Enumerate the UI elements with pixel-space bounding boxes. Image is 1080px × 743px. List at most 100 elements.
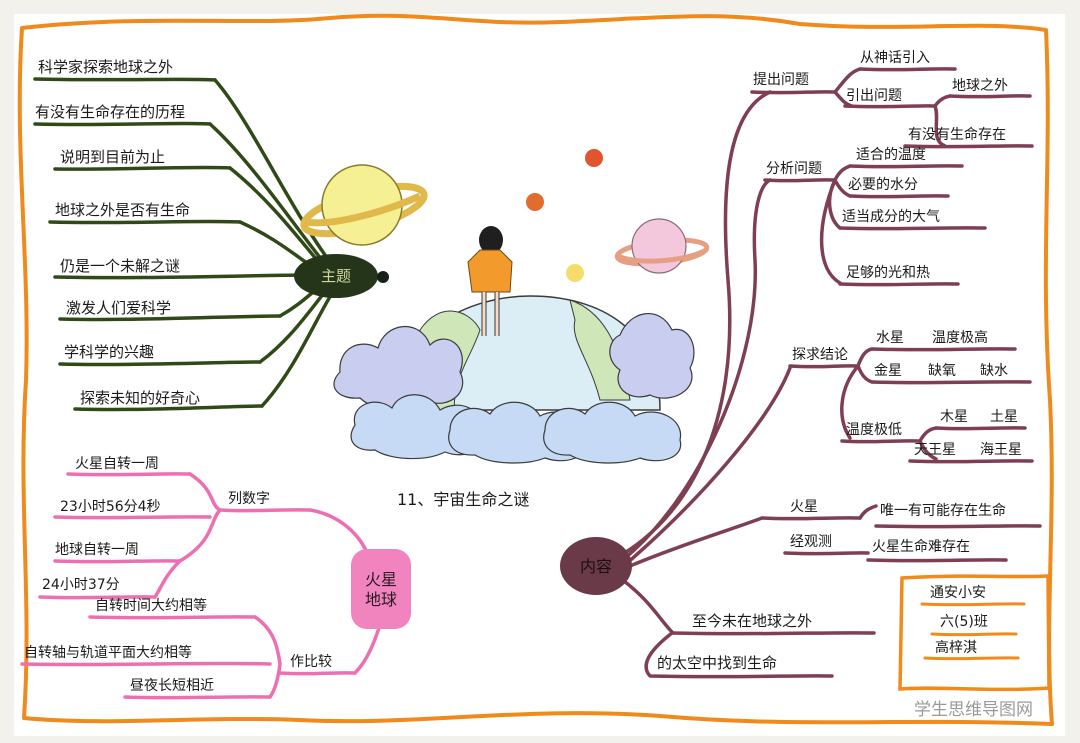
maroon-observe-detail-line bbox=[866, 558, 1008, 563]
green-line-8 bbox=[73, 404, 264, 412]
maroon-main-analyze bbox=[618, 178, 772, 564]
site-watermark: 学生思维导图网 bbox=[914, 700, 1033, 720]
saturn-pink-illustration bbox=[614, 218, 710, 274]
maroon-analyze-split bbox=[819, 164, 852, 285]
analyze-question-label: 分析问题 bbox=[766, 161, 822, 177]
green-line-5 bbox=[53, 273, 307, 280]
jupiter: 木星 bbox=[940, 409, 968, 425]
author-line-3 bbox=[923, 656, 1020, 661]
analyze-item-3: 适当成分的大气 bbox=[842, 209, 940, 225]
compare-branch-lines bbox=[20, 472, 382, 700]
uranus: 天王星 bbox=[914, 442, 956, 458]
author-school: 通安小安 bbox=[930, 585, 986, 601]
maroon-low-line bbox=[840, 439, 922, 444]
theme-item-6: 激发人们爱科学 bbox=[66, 299, 172, 317]
comparison-item-2: 自转轴与轨道平面大约相等 bbox=[24, 645, 192, 661]
author-class: 六(5)班 bbox=[940, 614, 988, 630]
maroon-air-line bbox=[838, 226, 987, 231]
compare-hub-bg bbox=[351, 549, 411, 629]
pink-line-4 bbox=[38, 595, 157, 600]
hub-dot bbox=[377, 271, 389, 283]
maroon-mars-split bbox=[858, 504, 878, 520]
maroon-main-mars bbox=[628, 516, 764, 568]
theme-item-7: 学科学的兴趣 bbox=[64, 343, 155, 361]
content-hub-label: 内容 bbox=[579, 557, 612, 576]
list-number-item-2: 23小时56分4秒 bbox=[60, 499, 161, 515]
observe-detail: 火星生命难存在 bbox=[872, 539, 970, 555]
temp-low: 温度极低 bbox=[846, 422, 902, 438]
maroon-concl-line-1 bbox=[670, 631, 876, 636]
comparison-item-3: 昼夜长短相近 bbox=[130, 678, 214, 694]
maroon-main-explore bbox=[624, 366, 792, 566]
no-water: 缺水 bbox=[980, 363, 1008, 379]
author-student: 高梓淇 bbox=[935, 640, 977, 656]
explore-conclusion-label: 探求结论 bbox=[792, 347, 848, 363]
maroon-life-line bbox=[903, 144, 1034, 149]
compare-hub-label: 火星 地球 bbox=[364, 570, 397, 609]
planet-small-orange bbox=[526, 193, 544, 211]
green-line-1 bbox=[33, 77, 217, 82]
maroon-mars-line bbox=[760, 516, 862, 521]
mars-label: 火星 bbox=[790, 499, 818, 515]
conclusion-line-2: 的太空中找到生命 bbox=[657, 654, 778, 672]
list-number-item-1: 火星自转一周 bbox=[75, 456, 159, 472]
green-line-7 bbox=[58, 360, 262, 367]
maroon-mercury-line bbox=[870, 347, 1017, 352]
planet-small-red bbox=[585, 149, 603, 167]
theme-item-5: 仍是一个未解之谜 bbox=[60, 257, 181, 275]
pink-list-label-line bbox=[218, 508, 312, 513]
maroon-jupiter-line bbox=[934, 426, 1027, 431]
lead-question: 引出问题 bbox=[846, 88, 902, 104]
analyze-item-2: 必要的水分 bbox=[848, 177, 918, 193]
green-branch-1 bbox=[213, 78, 332, 264]
content-hub-bg bbox=[560, 537, 632, 595]
planet-small-yellow bbox=[566, 264, 584, 282]
pink-cmp-line-3 bbox=[123, 695, 272, 700]
maroon-mars-detail-line bbox=[874, 524, 1042, 529]
green-line-3 bbox=[53, 165, 232, 171]
from-myth: 从神话引入 bbox=[860, 50, 930, 66]
green-line-2 bbox=[33, 121, 212, 127]
pink-line-3 bbox=[53, 559, 182, 564]
earth-clouds-illustration bbox=[333, 295, 695, 464]
mercury-detail: 温度极高 bbox=[932, 330, 988, 346]
maroon-main-conclusion bbox=[618, 576, 674, 634]
girl-illustration bbox=[467, 226, 513, 336]
maroon-light-line bbox=[838, 282, 960, 287]
beyond-earth: 地球之外 bbox=[952, 78, 1008, 94]
theme-hub-label: 主题 bbox=[320, 266, 351, 285]
maroon-uranus-line bbox=[908, 459, 1034, 464]
venus: 金星 bbox=[874, 363, 902, 379]
raise-question-label: 提出问题 bbox=[753, 72, 809, 88]
maroon-explore-line bbox=[788, 364, 860, 369]
maroon-venus-line bbox=[870, 380, 1032, 385]
maroon-water-line bbox=[848, 194, 950, 199]
author-line-2 bbox=[930, 632, 1018, 637]
content-branch-lines bbox=[610, 67, 1042, 679]
list-number-item-3: 地球自转一周 bbox=[55, 542, 139, 558]
observe-label: 经观测 bbox=[790, 534, 832, 550]
green-branch-2 bbox=[208, 122, 327, 266]
no-oxygen: 缺氧 bbox=[928, 363, 956, 379]
author-box bbox=[898, 574, 1051, 692]
saturn-yellow-illustration bbox=[300, 164, 428, 246]
maroon-myth-line bbox=[858, 67, 957, 72]
mars-detail: 唯一有可能存在生命 bbox=[880, 503, 1006, 519]
maroon-temp-line bbox=[848, 164, 964, 169]
pink-list-joint bbox=[153, 472, 222, 599]
pink-cmp-line-1 bbox=[88, 615, 257, 620]
pink-cmp-label-line bbox=[278, 671, 357, 676]
list-number-item-4: 24小时37分 bbox=[42, 577, 120, 593]
mercury: 水星 bbox=[876, 330, 904, 346]
green-line-6 bbox=[58, 314, 282, 322]
green-branch-8 bbox=[260, 288, 336, 408]
life-exists: 有没有生命存在 bbox=[908, 127, 1006, 143]
maroon-observe-line bbox=[783, 551, 870, 556]
maroon-analyze-line bbox=[763, 178, 837, 183]
theme-item-3: 说明到目前为止 bbox=[60, 148, 166, 166]
maroon-concl-line-2 bbox=[644, 631, 834, 679]
conclusion-line-1: 至今未在地球之外 bbox=[692, 612, 813, 630]
author-line-1 bbox=[920, 602, 1026, 607]
